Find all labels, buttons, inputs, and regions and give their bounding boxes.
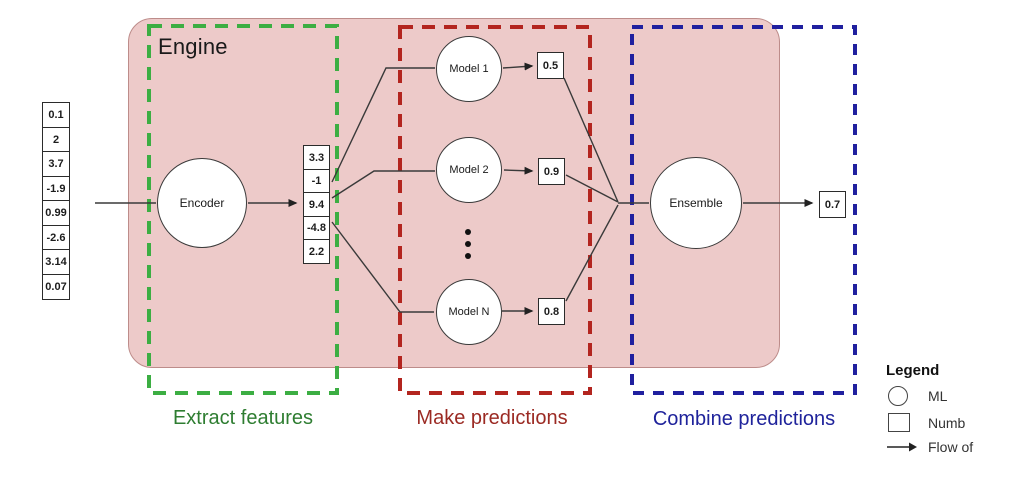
flow-arrow-icon <box>886 441 918 453</box>
model-n-output-box: 0.8 <box>538 298 565 325</box>
feature-vector-cell: 3.3 <box>303 145 330 170</box>
combine-predictions-caption: Combine predictions <box>652 408 836 430</box>
encoder-node: Encoder <box>157 158 247 248</box>
legend-row-number: Numb <box>886 413 1016 432</box>
model-2-output-box: 0.9 <box>538 158 565 185</box>
number-square-icon <box>886 413 918 432</box>
input-vector-cell: 0.1 <box>42 102 70 128</box>
model-1-node: Model 1 <box>436 36 502 102</box>
model-2-node: Model 2 <box>436 137 502 203</box>
model-2-label: Model 2 <box>449 164 489 176</box>
final-output-box: 0.7 <box>819 191 846 218</box>
legend-row-flow: Flow of <box>886 439 1016 455</box>
ml-circle-icon <box>886 386 918 406</box>
input-vector-cell: 0.07 <box>42 273 70 300</box>
legend-label-number: Numb <box>928 414 966 431</box>
feature-vector-cell: -1 <box>303 168 330 194</box>
model-n-label: Model N <box>448 306 490 318</box>
feature-vector-cell: 2.2 <box>303 239 330 264</box>
input-vector-cell: 2 <box>42 126 70 153</box>
model-1-output-box: 0.5 <box>537 52 564 79</box>
input-vector-cell: 3.7 <box>42 151 70 177</box>
feature-vector-cell: -4.8 <box>303 215 330 241</box>
legend-row-ml: ML <box>886 386 1016 406</box>
legend: Legend ML Numb Flow of <box>886 362 1016 462</box>
input-vector-cell: -1.9 <box>42 175 70 202</box>
legend-label-ml: ML <box>928 388 948 404</box>
input-vector-cell: 3.14 <box>42 249 70 275</box>
extract-features-caption: Extract features <box>172 407 314 429</box>
make-predictions-caption: Make predictions <box>416 407 568 429</box>
input-vector-cell: -2.6 <box>42 224 70 251</box>
engine-title: Engine <box>158 34 228 59</box>
input-vector: 0.1 2 3.7 -1.9 0.99 -2.6 3.14 0.07 <box>42 102 70 300</box>
legend-title: Legend <box>886 362 940 379</box>
ensemble-label: Ensemble <box>669 196 723 210</box>
feature-vector: 3.3 -1 9.4 -4.8 2.2 <box>303 145 330 264</box>
encoder-label: Encoder <box>179 196 225 210</box>
ensemble-node: Ensemble <box>650 157 742 249</box>
feature-vector-cell: 9.4 <box>303 192 330 217</box>
model-n-node: Model N <box>436 279 502 345</box>
input-vector-cell: 0.99 <box>42 200 70 226</box>
legend-label-flow: Flow of <box>928 439 974 455</box>
model-1-label: Model 1 <box>449 63 489 75</box>
